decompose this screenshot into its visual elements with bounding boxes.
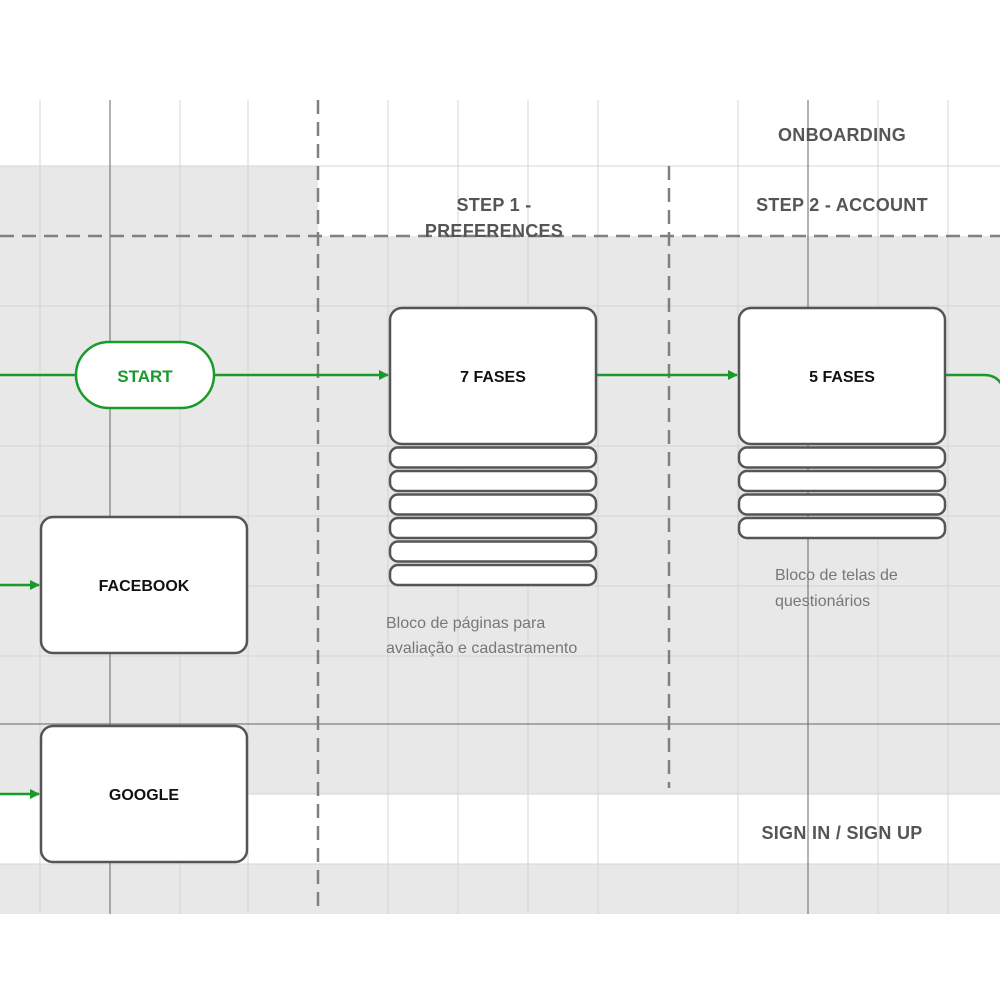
stack-5-fases[interactable] bbox=[737, 306, 947, 540]
stack-front-card bbox=[737, 306, 947, 446]
stack-card-layer bbox=[737, 516, 947, 540]
start-node[interactable]: START bbox=[74, 340, 216, 410]
google-label: GOOGLE bbox=[109, 787, 180, 804]
google-node[interactable]: GOOGLE bbox=[39, 724, 249, 864]
stack-card-layer bbox=[388, 493, 598, 516]
stack-card-layer bbox=[388, 540, 598, 563]
stack-card-layer bbox=[388, 516, 598, 540]
stack-7-fases[interactable] bbox=[388, 306, 598, 587]
stack-card-layer bbox=[737, 469, 947, 493]
onboarding-header: ONBOARDING bbox=[778, 125, 906, 145]
step1-header: STEP 1 - bbox=[456, 195, 531, 215]
stack-card-layer bbox=[388, 469, 598, 493]
connectors bbox=[0, 370, 1000, 799]
stack-front-card bbox=[388, 306, 598, 446]
facebook-node[interactable]: FACEBOOK bbox=[39, 515, 249, 655]
stack-card-layer bbox=[737, 446, 947, 469]
start-label: START bbox=[117, 367, 173, 386]
facebook-label: FACEBOOK bbox=[99, 578, 190, 595]
connector-stack2-out bbox=[946, 373, 1000, 385]
stack-5-note-line1: Bloco de telas de bbox=[775, 567, 898, 584]
step1-header-continued: PREFERENCES bbox=[425, 221, 563, 241]
signin-header: SIGN IN / SIGN UP bbox=[761, 823, 922, 843]
stack-7-fases-label: 7 FASES bbox=[460, 369, 526, 386]
stack-7-note-line2: avaliação e cadastramento bbox=[386, 640, 577, 657]
stack-card-layer bbox=[388, 446, 598, 469]
stack-5-fases-label: 5 FASES bbox=[809, 369, 875, 386]
step2-header: STEP 2 - ACCOUNT bbox=[756, 195, 928, 215]
stack-7-note-line1: Bloco de páginas para bbox=[386, 615, 545, 632]
stack-card-layer bbox=[737, 493, 947, 516]
stack-5-note-line2: questionários bbox=[775, 593, 870, 610]
stack-card-layer bbox=[388, 563, 598, 587]
phase-dividers bbox=[0, 100, 1000, 914]
